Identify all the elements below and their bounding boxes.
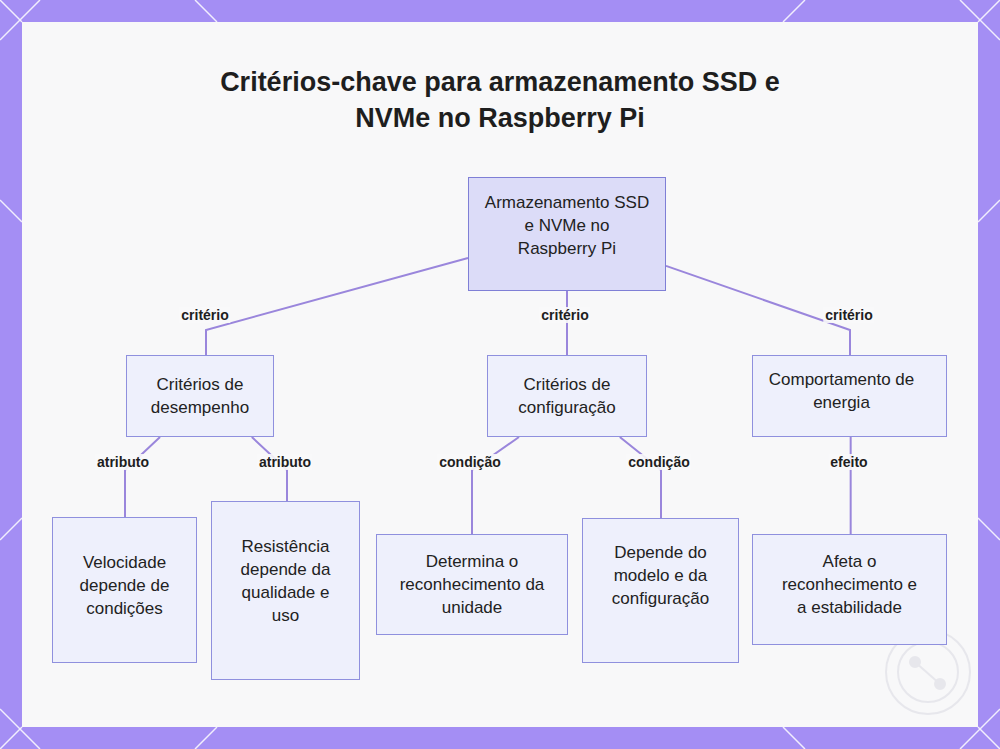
edge-label: atributo — [95, 454, 151, 470]
node-text-wrap: Depende do modelo e da configuração — [595, 541, 726, 610]
node-text-wrap: Determina o reconhecimento da unidade — [399, 550, 545, 619]
criteria-box: Critérios de desempenho — [126, 355, 274, 437]
criteria-box: Critérios de configuração — [487, 355, 647, 437]
root-box: Armazenamento SSD e NVMe no Raspberry Pi — [468, 177, 666, 291]
node-text-wrap: Resistência depende da qualidade e uso — [236, 535, 335, 627]
node-text-wrap: Velocidade depende de condições — [75, 551, 174, 620]
node-text: Comportamento de energia — [767, 368, 916, 414]
criteria-box: Depende do modelo e da configuração — [582, 518, 739, 663]
node-text-wrap: Armazenamento SSD e NVMe no Raspberry Pi — [483, 191, 651, 260]
edge-label: critério — [539, 307, 590, 323]
connector-line — [620, 437, 661, 518]
node-text-wrap: Afeta o reconhecimento e a estabilidade — [775, 550, 924, 619]
edge-label: critério — [179, 307, 230, 323]
edge-label: condição — [626, 454, 691, 470]
criteria-box: Afeta o reconhecimento e a estabilidade — [752, 534, 947, 645]
node-text: Critérios de desempenho — [137, 373, 263, 419]
node-text: Velocidade depende de condições — [75, 551, 174, 620]
node-text: Determina o reconhecimento da unidade — [399, 550, 545, 619]
edge-label: efeito — [828, 454, 869, 470]
connector-line — [472, 437, 519, 534]
node-text: Depende do modelo e da configuração — [595, 541, 726, 610]
edge-label: condição — [437, 454, 502, 470]
connector-line — [206, 258, 468, 355]
node-text: Armazenamento SSD e NVMe no Raspberry Pi — [483, 191, 651, 260]
edge-label: critério — [823, 307, 874, 323]
criteria-box: Velocidade depende de condições — [52, 517, 197, 663]
edge-label: atributo — [257, 454, 313, 470]
node-text: Afeta o reconhecimento e a estabilidade — [775, 550, 924, 619]
criteria-box: Resistência depende da qualidade e uso — [211, 501, 360, 680]
criteria-box: Determina o reconhecimento da unidade — [376, 534, 568, 635]
node-text-wrap: Critérios de desempenho — [137, 373, 263, 419]
node-text-wrap: Critérios de configuração — [496, 373, 638, 419]
criteria-box: Comportamento de energia — [752, 355, 947, 437]
node-text: Critérios de configuração — [496, 373, 638, 419]
connector-line — [125, 437, 160, 517]
connector-line — [850, 437, 852, 534]
node-text-wrap: Comportamento de energia — [767, 368, 916, 414]
node-text: Resistência depende da qualidade e uso — [236, 535, 335, 627]
diagram-title: Critérios-chave para armazenamento SSD e… — [220, 64, 780, 136]
connector-line — [566, 291, 568, 355]
